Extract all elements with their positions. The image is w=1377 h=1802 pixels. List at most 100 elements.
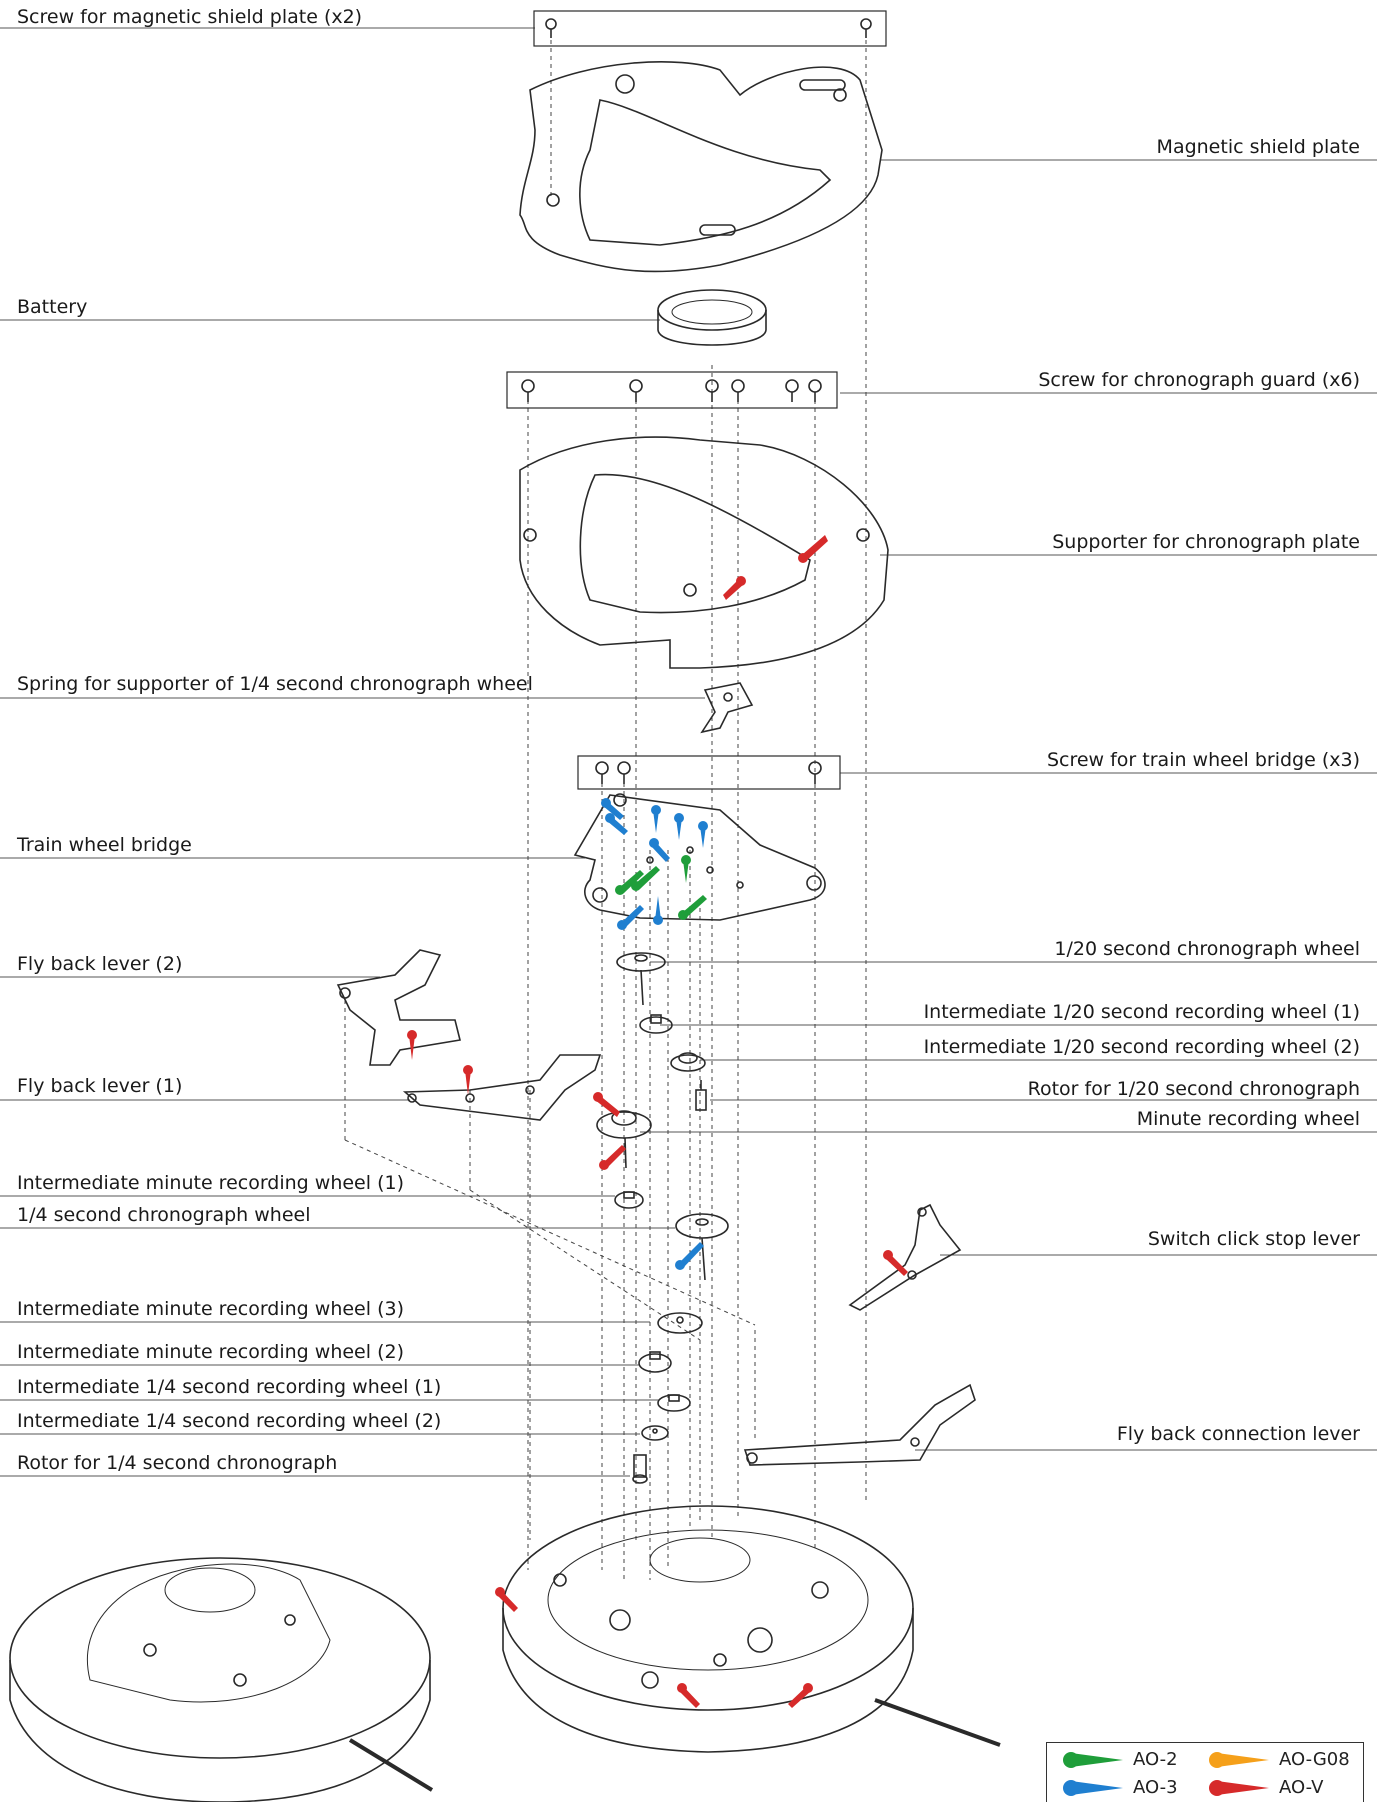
screw-train-wheel-bridge-group	[577, 755, 841, 790]
label-train-wheel-bridge: Train wheel bridge	[17, 834, 192, 856]
intermediate-twentieth-second-recording-wheel-2-drawing	[670, 1052, 706, 1072]
rotor-quarter-second-chronograph-drawing	[632, 1454, 648, 1484]
screw-icon	[808, 379, 822, 402]
label-intermediate-twentieth-second-recording-wheel-2: Intermediate 1/20 second recording wheel…	[923, 1036, 1360, 1058]
leader-lines-right	[640, 159, 1377, 1451]
spring-drawing	[700, 682, 754, 734]
legend-label: AO-G08	[1279, 1749, 1350, 1770]
intermediate-quarter-second-recording-wheel-1-drawing	[657, 1394, 691, 1412]
ao-2-marker	[681, 855, 691, 883]
alignment-dashed-lines	[344, 40, 867, 1580]
ao-v-marker	[593, 1092, 620, 1117]
screw-icon	[705, 379, 719, 402]
label-rotor-twentieth-second-chronograph: Rotor for 1/20 second chronograph	[1027, 1078, 1360, 1100]
ao-v-marker	[798, 535, 828, 563]
ao-2-marker	[631, 866, 660, 891]
intermediate-minute-recording-wheel-2-drawing	[638, 1351, 672, 1373]
oil-drop-icon	[1209, 1779, 1269, 1796]
intermediate-twentieth-second-recording-wheel-1-drawing	[639, 1014, 673, 1034]
movement-base-drawing	[502, 1505, 1001, 1753]
screw-chronograph-guard-group	[506, 371, 838, 409]
supporter-chronograph-plate-drawing	[519, 436, 889, 669]
battery-drawing	[657, 289, 767, 346]
legend-item-ao-g08: AO-G08	[1207, 1749, 1350, 1770]
ao-v-marker	[723, 576, 746, 600]
ao-v-marker	[788, 1683, 813, 1708]
ao-v-marker	[599, 1145, 626, 1170]
ao-v-marker	[407, 1030, 417, 1060]
label-intermediate-minute-recording-wheel-2: Intermediate minute recording wheel (2)	[17, 1341, 404, 1363]
screw-icon	[785, 379, 799, 402]
legend-label: AO-3	[1133, 1777, 1178, 1798]
label-intermediate-minute-recording-wheel-1: Intermediate minute recording wheel (1)	[17, 1172, 404, 1194]
ao-2-marker	[678, 895, 707, 920]
label-fly-back-lever-2: Fly back lever (2)	[17, 953, 183, 975]
oil-drop-icon	[1063, 1751, 1123, 1768]
fly-back-connection-lever-drawing	[743, 1383, 976, 1466]
legend-label: AO-2	[1133, 1749, 1178, 1770]
twentieth-second-chronograph-wheel-drawing	[616, 952, 666, 1006]
ao-3-marker	[605, 813, 628, 835]
ao-v-marker	[495, 1587, 518, 1612]
screw-icon	[808, 761, 822, 784]
ao-v-marker	[463, 1065, 473, 1095]
ao-v-marker	[883, 1250, 908, 1276]
legend-label: AO-V	[1279, 1777, 1324, 1798]
label-fly-back-lever-1: Fly back lever (1)	[17, 1075, 183, 1097]
assembled-movement-drawing	[9, 1557, 434, 1802]
screw-icon	[595, 761, 609, 784]
oil-drop-icon	[1209, 1751, 1269, 1768]
fly-back-lever-2-drawing	[336, 949, 461, 1066]
ao-3-marker	[698, 821, 708, 848]
legend-item-ao-2: AO-2	[1061, 1749, 1178, 1770]
label-screw-train-wheel-bridge: Screw for train wheel bridge (x3)	[1046, 749, 1360, 771]
oil-legend: AO-2 AO-G08 AO-3 AO-V	[1046, 1742, 1364, 1802]
ao-3-marker	[675, 1242, 704, 1270]
label-quarter-second-chronograph-wheel: 1/4 second chronograph wheel	[17, 1204, 311, 1226]
label-intermediate-quarter-second-recording-wheel-1: Intermediate 1/4 second recording wheel …	[17, 1376, 442, 1398]
rotor-twentieth-second-chronograph-drawing	[695, 1080, 707, 1111]
intermediate-minute-recording-wheel-1-drawing	[614, 1191, 644, 1209]
fly-back-lever-1-drawing	[402, 1054, 602, 1121]
ao-3-marker	[651, 805, 661, 833]
ao-2-marker	[615, 870, 644, 895]
label-rotor-quarter-second-chronograph: Rotor for 1/4 second chronograph	[17, 1452, 338, 1474]
label-minute-recording-wheel: Minute recording wheel	[1136, 1108, 1360, 1130]
oil-markers	[407, 535, 908, 1708]
legend-item-ao-v: AO-V	[1207, 1777, 1323, 1798]
label-intermediate-quarter-second-recording-wheel-2: Intermediate 1/4 second recording wheel …	[17, 1410, 442, 1432]
ao-3-marker	[674, 813, 684, 840]
label-spring-supporter: Spring for supporter of 1/4 second chron…	[17, 673, 533, 695]
label-fly-back-connection-lever: Fly back connection lever	[1116, 1423, 1360, 1445]
label-screw-chronograph-guard: Screw for chronograph guard (x6)	[1038, 369, 1360, 391]
legend-item-ao-3: AO-3	[1061, 1777, 1178, 1798]
screw-icon	[545, 18, 557, 38]
label-intermediate-minute-recording-wheel-3: Intermediate minute recording wheel (3)	[17, 1298, 404, 1320]
screw-icon	[617, 761, 631, 784]
label-supporter-chronograph-plate: Supporter for chronograph plate	[1052, 531, 1360, 553]
screw-icon	[521, 379, 535, 402]
screw-icon	[629, 379, 643, 402]
screw-icon	[731, 379, 745, 402]
label-battery: Battery	[17, 296, 88, 318]
label-intermediate-twentieth-second-recording-wheel-1: Intermediate 1/20 second recording wheel…	[923, 1001, 1360, 1023]
ao-3-marker	[617, 905, 644, 930]
minute-recording-wheel-drawing	[596, 1110, 652, 1169]
intermediate-minute-recording-wheel-3-drawing	[657, 1312, 703, 1334]
screw-magnetic-shield-plate-group	[533, 10, 887, 47]
magnetic-shield-plate-drawing	[519, 61, 883, 273]
label-twentieth-second-chronograph-wheel: 1/20 second chronograph wheel	[1054, 938, 1360, 960]
oil-drop-icon	[1063, 1779, 1123, 1796]
ao-3-marker	[653, 896, 663, 925]
switch-click-stop-lever-drawing	[848, 1203, 962, 1311]
intermediate-quarter-second-recording-wheel-2-drawing	[641, 1425, 669, 1441]
label-switch-click-stop-lever: Switch click stop lever	[1147, 1228, 1360, 1250]
label-screw-magnetic-shield-plate: Screw for magnetic shield plate (x2)	[17, 6, 363, 28]
ao-3-marker	[601, 798, 624, 820]
leader-lines-left	[0, 27, 705, 1477]
label-magnetic-shield-plate: Magnetic shield plate	[1156, 136, 1360, 158]
screw-icon	[860, 18, 872, 38]
ao-v-marker	[677, 1683, 700, 1708]
